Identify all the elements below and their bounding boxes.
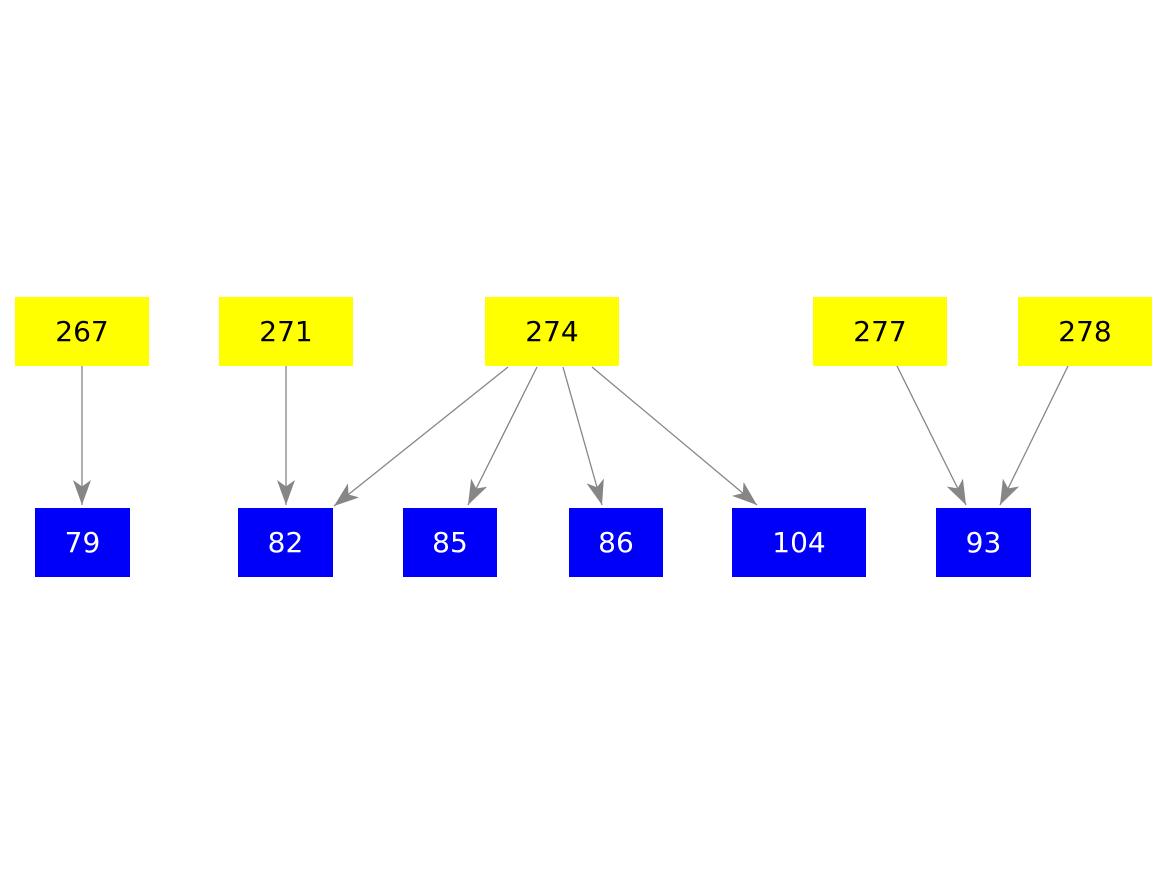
- edge-274-82: [333, 366, 509, 507]
- graph-node-267: 267: [15, 297, 149, 366]
- edge-274-85: [467, 366, 538, 506]
- edge-274-86: [562, 366, 604, 506]
- edge-278-93: [999, 365, 1069, 506]
- graph-node-104: 104: [732, 508, 866, 577]
- graph-node-85: 85: [403, 508, 497, 577]
- graph-node-277: 277: [813, 297, 947, 366]
- graph-node-271: 271: [219, 297, 353, 366]
- graph-node-82: 82: [238, 508, 333, 577]
- graph-node-278: 278: [1018, 297, 1152, 366]
- graph-node-79: 79: [35, 508, 130, 577]
- graph-node-93: 93: [936, 508, 1031, 577]
- graph-node-86: 86: [569, 508, 663, 577]
- edge-274-104: [591, 366, 758, 506]
- edge-277-93: [896, 365, 967, 506]
- graph-node-274: 274: [485, 297, 619, 366]
